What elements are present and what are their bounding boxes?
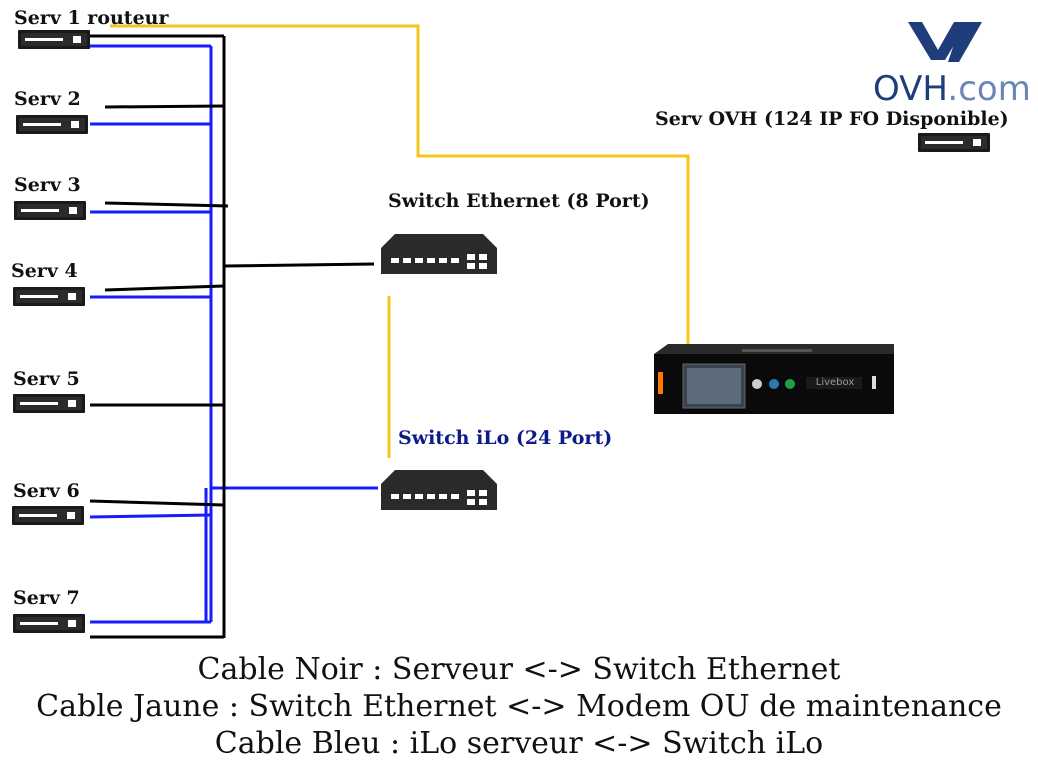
black-cable-serv-2	[104, 104, 225, 109]
legend-black-cable: Cable Noir : Serveur <-> Switch Ethernet	[197, 652, 841, 687]
blue-cable-serv-6	[89, 513, 212, 519]
server-label-4: Serv 4	[11, 260, 78, 282]
server-label-1: Serv 1 routeur	[14, 7, 169, 29]
black-cables	[89, 34, 375, 639]
ovh-server-icon	[918, 133, 990, 152]
server-label-6: Serv 6	[13, 480, 80, 502]
server-icon-3	[14, 201, 86, 220]
server-icon-5	[13, 394, 85, 413]
yellow-cable-router-to-modem	[110, 24, 690, 348]
blue-cables	[89, 44, 378, 624]
black-cable-serv-4	[104, 284, 225, 292]
ovh-server-label: Serv OVH (124 IP FO Disponible)	[655, 108, 1009, 130]
switch-ethernet-icon	[381, 234, 497, 274]
legend-yellow-cable: Cable Jaune : Switch Ethernet <-> Modem …	[36, 689, 1002, 724]
server-label-7: Serv 7	[13, 587, 80, 609]
legend-blue-cable: Cable Bleu : iLo serveur <-> Switch iLo	[214, 726, 824, 761]
switch-ethernet-label: Switch Ethernet (8 Port)	[388, 190, 650, 212]
yellow-cables	[110, 24, 690, 458]
server-icon-1	[18, 30, 90, 49]
server-icon-6	[12, 506, 84, 525]
ovh-logo-main: OVH	[873, 69, 948, 109]
server-icon-2	[16, 115, 88, 134]
switch-ilo-label: Switch iLo (24 Port)	[398, 427, 613, 449]
switch-ilo-icon	[381, 470, 497, 510]
server-icon-4	[13, 287, 85, 306]
modem-icon	[654, 344, 894, 414]
server-label-5: Serv 5	[13, 368, 80, 390]
server-label-2: Serv 2	[14, 88, 81, 110]
server-label-3: Serv 3	[14, 174, 81, 196]
ovh-logo-mark	[908, 22, 982, 62]
modem-brand: Livebox	[815, 377, 855, 388]
black-cable-to-switch-ethernet	[223, 262, 375, 268]
black-cable-serv-6	[89, 499, 225, 507]
server-icon-7	[13, 614, 85, 633]
ovh-logo-text: OVH.com	[873, 72, 1031, 106]
black-cable-serv-3	[104, 201, 229, 208]
ovh-logo-suffix: .com	[947, 69, 1031, 109]
